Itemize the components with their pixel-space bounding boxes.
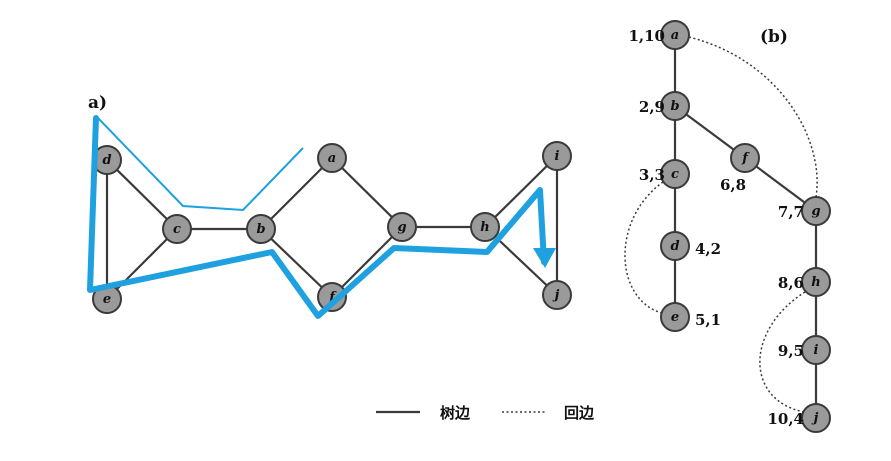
tree-node-circle-j xyxy=(801,403,831,433)
graph-a-edge-b-a xyxy=(260,157,333,230)
tree-node-circle-a xyxy=(660,20,690,50)
graph-a-node-circle-h xyxy=(470,212,500,242)
annotation-arrowhead xyxy=(533,248,556,268)
graph-a-node-a: a xyxy=(317,143,347,173)
tree-node-h: h xyxy=(801,267,831,297)
tree-node-order-a: 1,10 xyxy=(628,27,665,45)
tree-node-circle-b xyxy=(660,91,690,121)
legend-back-edge-label: 回边 xyxy=(564,404,595,422)
graph-a-node-circle-i xyxy=(542,141,572,171)
graph-a-node-circle-a xyxy=(317,143,347,173)
graph-a-node-g: g xyxy=(387,212,417,242)
graph-a-node-label-i: i xyxy=(555,149,560,164)
tree-node-a: a xyxy=(660,20,690,50)
tree-node-label-f: f xyxy=(741,151,750,166)
tree-node-i: i xyxy=(801,335,831,365)
graph-a-node-circle-c xyxy=(162,214,192,244)
tree-node-circle-f xyxy=(730,143,760,173)
graph-a-node-label-c: c xyxy=(173,222,181,237)
tree-node-order-h: 8,6 xyxy=(778,274,804,292)
graph-a-nodes: d a i c b g h e f j xyxy=(92,141,572,314)
tree-node-order-i: 9,5 xyxy=(778,342,804,360)
graph-a-node-i: i xyxy=(542,141,572,171)
tree-node-f: f xyxy=(730,143,760,173)
tree-node-c: c xyxy=(660,159,690,189)
tree-b-nodes: a 1,10 b 2,9 c 3,3 f 6,8 g 7,7 d 4,2 h 8,6 e 5,1 i 9,5 j 10… xyxy=(628,20,831,433)
graph-a-edge-f-g xyxy=(331,226,403,298)
graph-a-node-label-g: g xyxy=(397,220,406,235)
graph-a-edge-a-g xyxy=(331,157,403,228)
tree-node-j: j xyxy=(801,403,831,433)
tree-node-b: b xyxy=(660,91,690,121)
graph-a-node-circle-f xyxy=(317,282,347,312)
graph-a-edge-d-c xyxy=(106,159,178,230)
tree-node-order-j: 10,4 xyxy=(767,410,804,428)
tree-node-e: e xyxy=(660,302,690,332)
graph-a-edge-b-f xyxy=(260,228,333,298)
tree-node-order-g: 7,7 xyxy=(778,203,804,221)
back-edge-c-e xyxy=(624,181,664,314)
back-edge-h-j xyxy=(759,291,806,413)
legend-tree-edge-label: 树边 xyxy=(440,404,471,422)
graph-a-node-label-h: h xyxy=(480,220,489,235)
tree-node-circle-d xyxy=(660,231,690,261)
panel-b-label: (b) xyxy=(760,27,788,47)
graph-a-node-c: c xyxy=(162,214,192,244)
tree-node-label-b: b xyxy=(670,99,679,114)
tree-node-circle-c xyxy=(660,159,690,189)
graph-a-node-circle-j xyxy=(542,280,572,310)
tree-node-d: d xyxy=(660,231,690,261)
graph-a-node-circle-b xyxy=(246,214,276,244)
tree-node-label-j: j xyxy=(811,411,819,426)
tree-node-label-c: c xyxy=(671,167,679,182)
tree-b-edges xyxy=(624,35,818,418)
graph-a-node-j: j xyxy=(542,280,572,310)
panel-a-label: a) xyxy=(88,93,107,113)
tree-node-order-b: 2,9 xyxy=(639,98,665,116)
graph-a-node-b: b xyxy=(246,214,276,244)
back-edge-a-g xyxy=(688,36,818,198)
tree-node-circle-e xyxy=(660,302,690,332)
tree-node-circle-h xyxy=(801,267,831,297)
graph-a-node-h: h xyxy=(470,212,500,242)
graph-a-node-f: f xyxy=(317,282,347,312)
tree-node-label-h: h xyxy=(811,275,820,290)
graph-a-node-label-b: b xyxy=(256,222,265,237)
tree-node-label-d: d xyxy=(670,239,679,254)
tree-node-label-e: e xyxy=(671,310,679,325)
tree-node-label-i: i xyxy=(814,343,819,358)
tree-node-circle-i xyxy=(801,335,831,365)
graph-a-edge-c-e xyxy=(106,228,178,300)
tree-node-circle-g xyxy=(801,196,831,226)
graph-a-node-label-a: a xyxy=(328,151,336,166)
graph-a-node-label-d: d xyxy=(102,153,111,168)
annotation-traversal-path xyxy=(87,115,547,319)
tree-node-order-c: 3,3 xyxy=(639,166,665,184)
annotation-thin-stroke xyxy=(97,117,304,212)
tree-node-g: g xyxy=(801,196,831,226)
tree-node-order-d: 4,2 xyxy=(695,240,721,258)
tree-node-label-g: g xyxy=(811,204,820,219)
tree-node-order-f: 6,8 xyxy=(720,176,746,194)
graph-a-edge-h-i xyxy=(484,155,558,228)
tree-node-order-e: 5,1 xyxy=(695,311,721,329)
graph-a-node-circle-g xyxy=(387,212,417,242)
graph-a-node-label-j: j xyxy=(552,288,560,303)
graph-a-node-label-e: e xyxy=(103,292,111,307)
graph-a-node-label-f: f xyxy=(328,290,337,305)
tree-node-label-a: a xyxy=(671,28,679,43)
